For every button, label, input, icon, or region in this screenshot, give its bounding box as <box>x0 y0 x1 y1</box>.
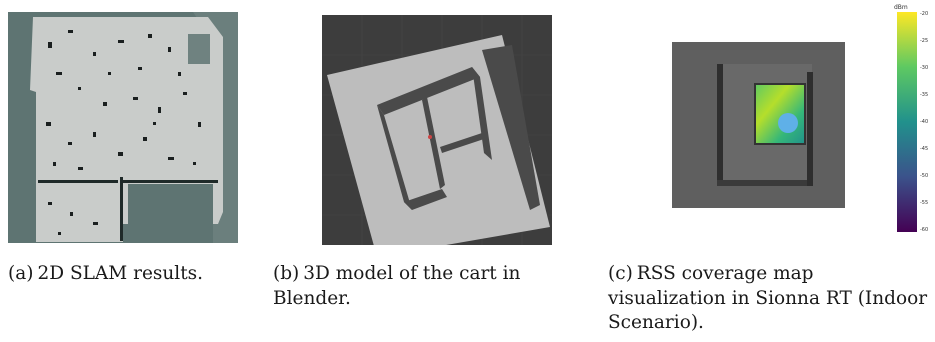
figure-label-b: (b) <box>273 263 300 284</box>
colorbar-tick: -50 <box>920 173 928 179</box>
colorbar-tick: -30 <box>920 65 928 71</box>
colorbar-tick: -35 <box>920 92 928 98</box>
colorbar-tick: -45 <box>920 146 928 152</box>
colorbar-tick: -20 <box>920 11 928 17</box>
colorbar-tick: -25 <box>920 38 928 44</box>
colorbar: dBm -20 -25 -30 -35 -40 -45 -50 -55 -60 <box>892 2 935 234</box>
figure-caption-text-c: RSS coverage map visualization in Sionna… <box>608 263 928 333</box>
figure-caption-text-a: 2D SLAM results. <box>37 263 204 284</box>
slam-map-image <box>8 12 238 243</box>
figure-caption-b: (b)3D model of the cart in Blender. <box>273 262 593 311</box>
figure-caption-a: (a)2D SLAM results. <box>8 262 258 287</box>
sionna-coverage-image <box>672 42 845 208</box>
blender-model-image <box>322 15 552 245</box>
figure-label-c: (c) <box>608 263 633 284</box>
colorbar-unit: dBm <box>894 4 908 11</box>
colorbar-tick: -55 <box>920 200 928 206</box>
figure-caption-c: (c)RSS coverage map visualization in Sio… <box>608 262 928 336</box>
colorbar-tick: -60 <box>920 227 928 233</box>
figure-caption-text-b: 3D model of the cart in Blender. <box>273 263 521 309</box>
colorbar-tick: -40 <box>920 119 928 125</box>
figure-label-a: (a) <box>8 263 34 284</box>
